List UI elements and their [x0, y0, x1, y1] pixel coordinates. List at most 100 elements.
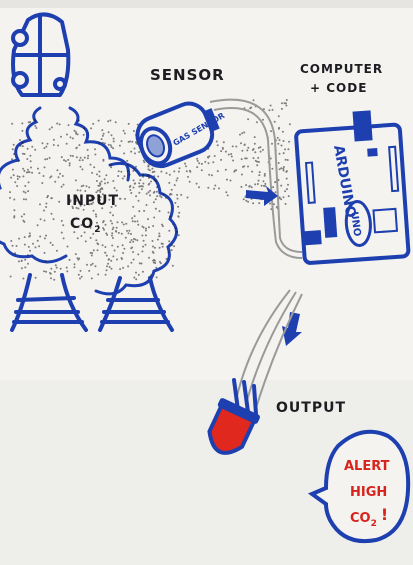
- stipple-dot: [137, 220, 139, 222]
- stipple-dot: [110, 260, 112, 262]
- stipple-dot: [154, 247, 156, 249]
- stipple-dot: [45, 146, 47, 148]
- stipple-dot: [151, 168, 153, 170]
- stipple-dot: [132, 206, 134, 208]
- stipple-dot: [117, 175, 119, 177]
- stipple-dot: [239, 134, 241, 136]
- stipple-dot: [32, 243, 34, 245]
- stipple-dot: [259, 171, 261, 173]
- stipple-dot: [278, 162, 280, 164]
- stipple-dot: [103, 133, 105, 135]
- stipple-dot: [26, 158, 28, 160]
- stipple-dot: [196, 183, 198, 185]
- stipple-dot: [23, 213, 25, 215]
- stipple-dot: [148, 165, 150, 167]
- stipple-dot: [88, 270, 90, 272]
- stipple-dot: [279, 153, 281, 155]
- stipple-dot: [44, 252, 46, 254]
- stipple-dot: [177, 198, 179, 200]
- stipple-dot: [189, 181, 191, 183]
- stipple-dot: [54, 271, 56, 273]
- stipple-dot: [246, 149, 248, 151]
- stipple-dot: [25, 192, 27, 194]
- stipple-dot: [22, 168, 24, 170]
- stipple-dot: [145, 228, 147, 230]
- stipple-dot: [256, 121, 258, 123]
- stipple-dot: [87, 155, 89, 157]
- stipple-dot: [153, 175, 155, 177]
- stipple-dot: [123, 152, 125, 154]
- stipple-dot: [110, 220, 112, 222]
- stipple-dot: [156, 186, 158, 188]
- stipple-dot: [225, 169, 227, 171]
- stipple-dot: [108, 259, 110, 261]
- stipple-dot: [135, 272, 137, 274]
- stipple-dot: [112, 255, 114, 257]
- stipple-dot: [121, 221, 123, 223]
- stipple-dot: [110, 164, 112, 166]
- stipple-dot: [50, 277, 52, 279]
- stipple-dot: [204, 161, 206, 163]
- stipple-dot: [264, 175, 266, 177]
- stipple-dot: [56, 169, 58, 171]
- stipple-dot: [91, 252, 93, 254]
- stipple-dot: [258, 180, 260, 182]
- stipple-dot: [174, 202, 176, 204]
- stipple-dot: [147, 218, 149, 220]
- stipple-dot: [74, 130, 76, 132]
- stipple-dot: [258, 161, 260, 163]
- stipple-dot: [134, 215, 136, 217]
- stipple-dot: [79, 190, 81, 192]
- stipple-dot: [278, 128, 280, 130]
- stipple-dot: [128, 232, 130, 234]
- stipple-dot: [57, 145, 59, 147]
- stipple-dot: [241, 150, 243, 152]
- stipple-dot: [134, 152, 136, 154]
- stipple-dot: [134, 148, 136, 150]
- stipple-dot: [287, 148, 289, 150]
- stipple-dot: [27, 148, 29, 150]
- stipple-dot: [257, 183, 259, 185]
- stipple-dot: [261, 185, 263, 187]
- stipple-dot: [50, 242, 52, 244]
- stipple-dot: [217, 170, 219, 172]
- stipple-dot: [251, 171, 253, 173]
- stipple-dot: [247, 118, 249, 120]
- stipple-dot: [75, 179, 77, 181]
- stipple-dot: [283, 170, 285, 172]
- stipple-dot: [128, 230, 130, 232]
- stipple-dot: [143, 210, 145, 212]
- stipple-dot: [27, 190, 29, 192]
- stipple-dot: [70, 136, 72, 138]
- stipple-dot: [131, 217, 133, 219]
- stipple-dot: [149, 194, 151, 196]
- stipple-dot: [45, 235, 47, 237]
- stipple-dot: [73, 266, 75, 268]
- stipple-dot: [178, 212, 180, 214]
- stipple-dot: [175, 227, 177, 229]
- stipple-dot: [90, 264, 92, 266]
- stipple-dot: [105, 224, 107, 226]
- stipple-dot: [58, 176, 60, 178]
- stipple-dot: [277, 137, 279, 139]
- stipple-dot: [114, 250, 116, 252]
- stipple-dot: [76, 156, 78, 158]
- stipple-dot: [58, 201, 60, 203]
- stipple-dot: [102, 227, 104, 229]
- stipple-dot: [155, 198, 157, 200]
- stipple-dot: [90, 237, 92, 239]
- stipple-dot: [103, 229, 105, 231]
- stipple-dot: [111, 245, 113, 247]
- stipple-dot: [24, 259, 26, 261]
- stipple-dot: [99, 182, 101, 184]
- stipple-dot: [99, 185, 101, 187]
- stipple-dot: [134, 221, 136, 223]
- stipple-dot: [245, 200, 247, 202]
- stipple-dot: [254, 183, 256, 185]
- stipple-dot: [141, 235, 143, 237]
- stipple-dot: [79, 159, 81, 161]
- stipple-dot: [132, 220, 134, 222]
- stipple-dot: [97, 243, 99, 245]
- stipple-dot: [145, 244, 147, 246]
- stipple-dot: [107, 182, 109, 184]
